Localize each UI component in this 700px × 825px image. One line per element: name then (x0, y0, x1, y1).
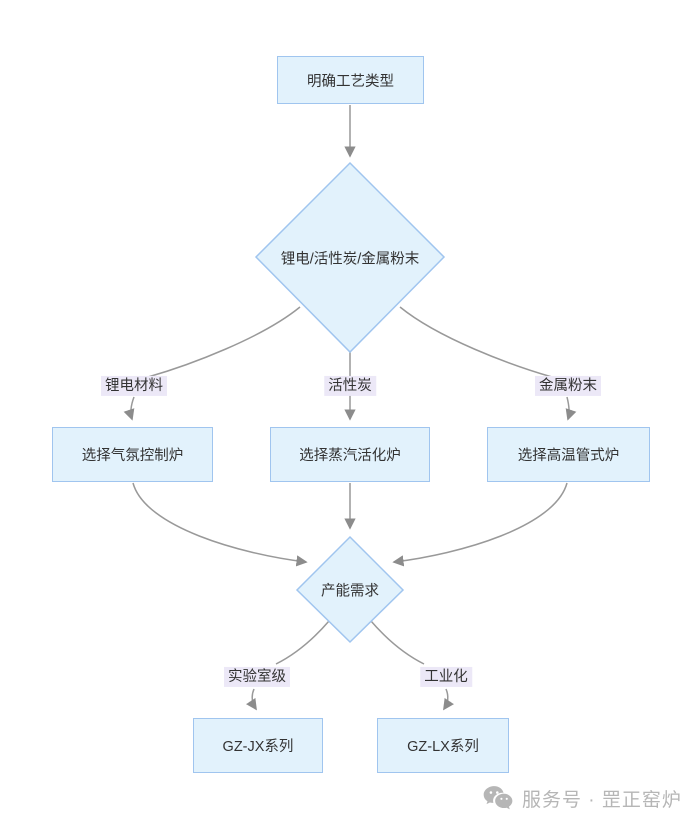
node-furnace-steam: 选择蒸汽活化炉 (270, 427, 430, 482)
edge-decision2-to-lab-label (275, 620, 330, 665)
edge-lithium-label-to-box (123, 396, 135, 421)
edge-label-lab: 实验室级 (224, 666, 290, 688)
edge-label-carbon: 活性炭 (324, 375, 376, 397)
edge-decision1-to-lithium-label (147, 306, 301, 378)
watermark: 服务号 · 罡正窑炉 (483, 785, 682, 812)
node-furnace-tube: 选择高温管式炉 (487, 427, 650, 482)
node-furnace-atmosphere: 选择气氛控制炉 (52, 427, 213, 482)
edge-lab-label-to-box (246, 688, 257, 711)
node-series-jx: GZ-JX系列 (193, 718, 323, 773)
decision1-diamond-shape (254, 161, 446, 354)
edge-decision2-to-industrial-label (370, 620, 425, 665)
edge-metal-label-to-box (565, 396, 577, 421)
wechat-icon (483, 786, 513, 810)
node-decision-capacity-label: 产能需求 (321, 583, 379, 600)
node-decision-material-label: 锂电/活性炭/金属粉末 (280, 251, 420, 268)
edge-label-lithium: 锂电材料 (101, 375, 167, 397)
edge-label-industrial: 工业化 (420, 666, 472, 688)
edge-decision1-to-metal-label (399, 306, 553, 378)
watermark-text: 服务号 · 罡正窑炉 (522, 790, 682, 811)
edge-industrial-label-to-box (443, 688, 454, 711)
node-series-lx: GZ-LX系列 (377, 718, 509, 773)
decision2-diamond-shape (295, 535, 405, 644)
edge-leftbox-to-decision2 (132, 482, 308, 567)
node-start: 明确工艺类型 (277, 56, 424, 104)
edge-label-metal: 金属粉末 (535, 375, 601, 397)
edge-rightbox-to-decision2 (392, 482, 568, 567)
